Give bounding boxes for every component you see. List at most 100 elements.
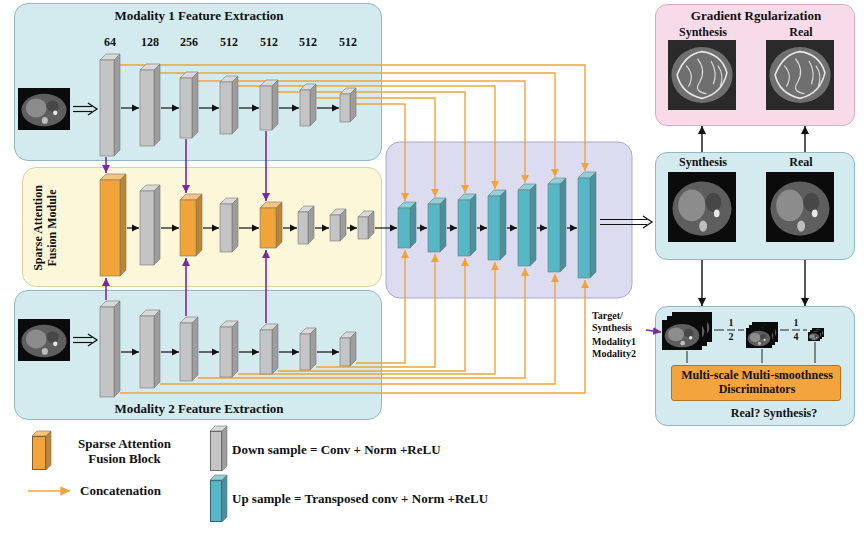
regularization-panel: Gradient RgularizationSynthesisReal [655, 4, 855, 126]
label-holder: 512 [251, 36, 287, 50]
skip-connection [278, 258, 465, 371]
mri-image [668, 172, 736, 242]
scale-line [815, 342, 816, 363]
swatch-face [210, 475, 227, 480]
mri-image [810, 330, 822, 339]
block-side [410, 202, 416, 248]
block-top [578, 172, 596, 178]
skip-connection [356, 104, 405, 201]
flow-arrow [185, 139, 187, 193]
text-holder: Synthesis [658, 156, 748, 170]
block-side [232, 198, 238, 252]
flow-arrow [701, 126, 702, 152]
flow-arrow [315, 227, 329, 228]
block-front [358, 217, 368, 239]
scale-fraction: 1 [789, 317, 803, 329]
scale-line [780, 330, 789, 331]
skip-connection [356, 250, 405, 363]
block-front [140, 316, 154, 388]
block-side [192, 317, 198, 381]
process-label: Multi-scale Multi-smoothness Discriminat… [677, 369, 837, 397]
legend-holder: Sparse Attention Fusion Block [62, 437, 187, 467]
block-front [220, 327, 232, 377]
swatch-face [222, 475, 227, 522]
block-front [548, 184, 560, 272]
flow-arrow [239, 107, 259, 108]
text-holder: Multi-scale Multi-smoothness Discriminat… [677, 369, 837, 397]
block-side [310, 84, 316, 126]
flow-arrow [265, 250, 267, 323]
flow-arrow [127, 227, 139, 228]
text-holder: Real [756, 156, 846, 170]
text-holder: Real? Synthesis? [689, 407, 859, 421]
block-side [530, 184, 536, 266]
flow-arrow [161, 351, 179, 352]
channel-number: 256 [171, 36, 207, 50]
block-front [578, 178, 590, 278]
block-side [114, 301, 120, 397]
channel-number: 128 [132, 36, 168, 50]
block-front [180, 200, 196, 256]
block-side [232, 321, 238, 377]
skip-connection [278, 92, 465, 193]
output-panel: Synthesis Real [655, 152, 855, 260]
input-caption: Modality1 [592, 336, 654, 348]
flow-arrow [537, 227, 547, 228]
flow-arrow [239, 227, 259, 228]
block-side [590, 172, 596, 278]
flow-arrow [375, 227, 397, 228]
legend-text: Sparse Attention Fusion Block [62, 437, 187, 467]
mri-image [808, 332, 820, 341]
image-caption: Synthesis [658, 156, 748, 170]
channel-number: 64 [92, 36, 128, 50]
mri-image [766, 172, 834, 242]
skip-connection [160, 73, 555, 177]
panel-title: Sparse Attention Fusion Module [29, 172, 63, 284]
block-side [310, 328, 316, 370]
block-top [398, 202, 416, 208]
mri-image [752, 322, 778, 342]
panel-title: Modality 2 Feature Extraction [39, 402, 359, 417]
scale-fraction: 1 [724, 317, 738, 329]
block-side [120, 174, 126, 276]
input-caption: Target/ Synthesis [592, 310, 654, 333]
block-top [458, 194, 476, 200]
feature-blocks [100, 54, 596, 397]
double-arrow-head [88, 334, 97, 346]
scale-lines [687, 330, 815, 363]
block-top [340, 88, 356, 94]
block-front [180, 78, 192, 138]
channel-number: 512 [251, 36, 287, 50]
double-arrow [600, 224, 647, 225]
block-side [232, 76, 238, 134]
block-side [440, 198, 446, 252]
block-front [330, 215, 340, 241]
flow-arrow [199, 351, 219, 352]
legend-text: Down sample = Conv + Norm +ReLU [232, 443, 552, 458]
legend-holder: Down sample = Conv + Norm +ReLU [232, 443, 552, 458]
flow-arrow [347, 227, 357, 228]
block-front [340, 338, 350, 366]
flow-arrow [199, 107, 219, 108]
text-holder: Modality 2 Feature Extraction [39, 402, 359, 417]
double-arrow [73, 337, 92, 338]
channel-number: 512 [211, 36, 247, 50]
legend-swatch [210, 480, 222, 522]
discriminator-panel: Real? Synthesis?Multi-scale Multi-smooth… [655, 306, 855, 426]
channel-number: 512 [290, 36, 326, 50]
flow-arrow [417, 227, 427, 228]
block-top [180, 194, 202, 200]
block-top [140, 310, 160, 316]
image-caption: Synthesis [658, 26, 748, 40]
scale-line [803, 330, 807, 331]
text-holder: Sparse Attention Fusion Module [0, 211, 102, 245]
block-top [548, 178, 566, 184]
flow-arrow [265, 131, 267, 201]
block-side [350, 88, 356, 122]
block-front [180, 323, 192, 381]
block-side [308, 206, 314, 244]
panel-title: Modality 1 Feature Extraction [39, 9, 359, 24]
channel-number: 512 [330, 36, 366, 50]
double-arrow-head [643, 216, 652, 228]
